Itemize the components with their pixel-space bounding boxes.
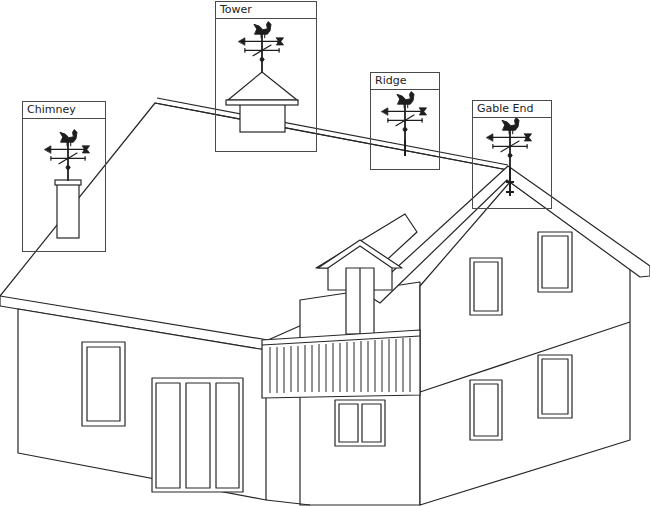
callout-box: Gable End: [472, 100, 552, 209]
callout-box: Tower: [215, 1, 317, 152]
callout-title: Ridge: [371, 73, 439, 90]
callout-title: Gable End: [473, 101, 551, 118]
callout-box: Chimney: [22, 101, 106, 252]
callout-title: Tower: [216, 2, 316, 19]
callout-title: Chimney: [23, 102, 105, 119]
callout-box: Ridge: [370, 72, 440, 170]
